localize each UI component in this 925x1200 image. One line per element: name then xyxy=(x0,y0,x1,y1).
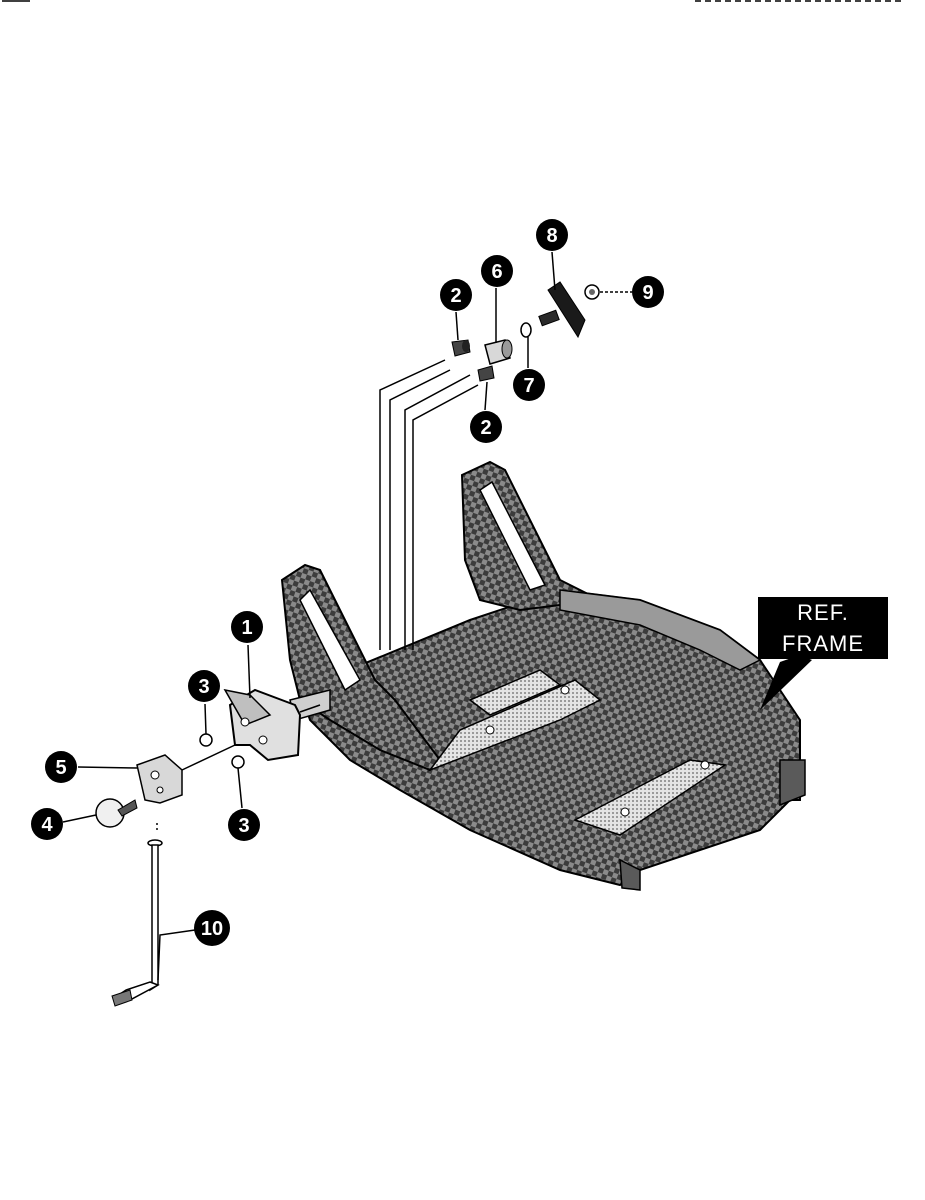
ref-frame xyxy=(280,460,806,891)
nut-3-lower xyxy=(231,755,245,769)
callout-9: 9 xyxy=(632,276,664,308)
svg-text:3: 3 xyxy=(198,676,209,698)
svg-text:10: 10 xyxy=(201,918,223,940)
ref-frame-label: REF. FRAME xyxy=(758,597,888,710)
bolt-upper xyxy=(451,339,471,357)
knob xyxy=(538,281,586,339)
svg-text:1: 1 xyxy=(241,617,252,639)
nut xyxy=(584,284,600,300)
svg-text:2: 2 xyxy=(480,417,491,439)
callout-3-lower: 3 xyxy=(228,809,260,841)
spacer xyxy=(484,339,513,365)
callout-5: 5 xyxy=(45,751,77,783)
bolt-lower xyxy=(477,365,495,382)
svg-text:2: 2 xyxy=(450,285,461,307)
callout-10: 10 xyxy=(194,910,230,946)
ref-label-line1: REF. xyxy=(797,600,849,625)
svg-text:4: 4 xyxy=(41,814,53,836)
pull-knob xyxy=(95,798,138,828)
svg-text:3: 3 xyxy=(238,815,249,837)
ref-label-line2: FRAME xyxy=(782,631,864,656)
lock-rod xyxy=(111,823,163,1007)
upper-hardware xyxy=(451,281,632,382)
callout-3-upper: 3 xyxy=(188,670,220,702)
callout-1: 1 xyxy=(231,611,263,643)
svg-text:9: 9 xyxy=(642,282,653,304)
latch-plate xyxy=(136,754,183,804)
washer xyxy=(520,322,532,338)
callout-leaders xyxy=(62,251,556,981)
callout-8: 8 xyxy=(536,219,568,251)
bracket-assembly xyxy=(95,688,321,1007)
callout-7: 7 xyxy=(513,369,545,401)
callout-4: 4 xyxy=(31,808,63,840)
callout-2-lower: 2 xyxy=(470,411,502,443)
frame-strap-front xyxy=(573,759,728,836)
svg-text:7: 7 xyxy=(523,375,534,397)
assembly-leaders xyxy=(379,359,479,650)
callout-2-upper: 2 xyxy=(440,279,472,311)
frame-strap-rear xyxy=(427,679,602,772)
nut-3-upper xyxy=(199,733,213,747)
svg-text:6: 6 xyxy=(491,261,502,283)
svg-text:8: 8 xyxy=(546,225,557,247)
callout-6: 6 xyxy=(481,255,513,287)
svg-text:5: 5 xyxy=(55,757,66,779)
page-header-strip xyxy=(0,0,925,3)
